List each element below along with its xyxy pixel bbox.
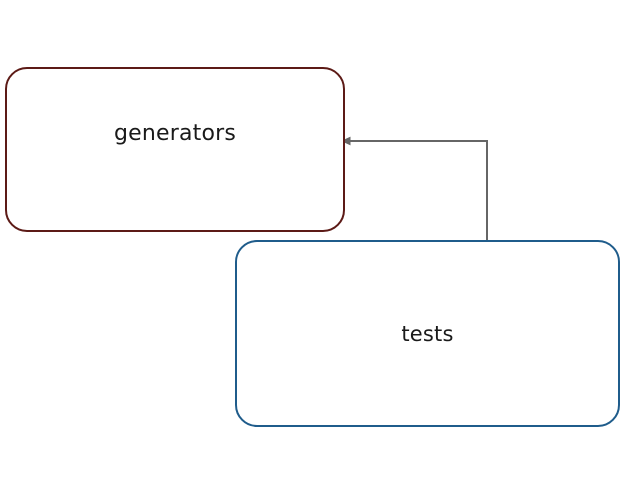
edge-path <box>348 140 488 241</box>
node-generators-label: generators <box>113 121 237 146</box>
edge-tests-to-generators[interactable] <box>341 136 488 241</box>
node-tests[interactable]: tests <box>235 240 620 427</box>
node-generators[interactable]: generators <box>5 67 345 232</box>
node-tests-label: tests <box>401 321 454 346</box>
